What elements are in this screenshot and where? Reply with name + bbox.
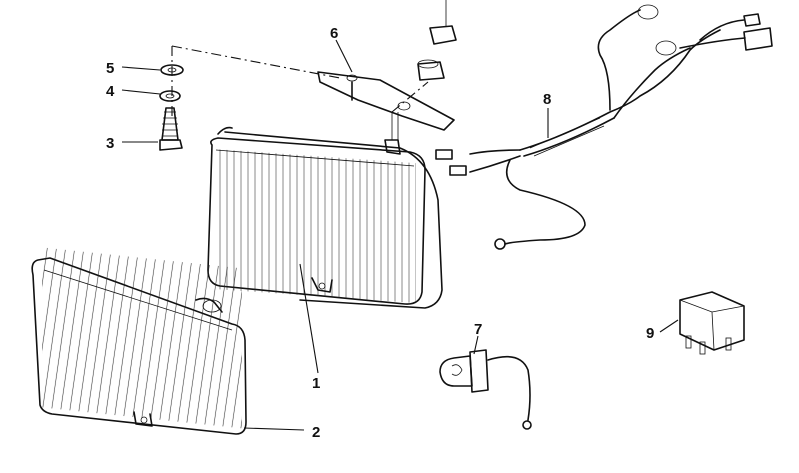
assembly-guide-lines xyxy=(171,45,429,120)
fog-light-housing xyxy=(207,112,443,309)
callout-5: 5 xyxy=(106,60,114,77)
mounting-bracket xyxy=(317,71,455,131)
callout-6: 6 xyxy=(330,25,338,42)
callout-9: 9 xyxy=(646,325,654,342)
callout-4: 4 xyxy=(106,83,115,100)
callout-8: 8 xyxy=(543,91,551,108)
callout-3: 3 xyxy=(106,135,114,152)
spring-washer xyxy=(159,90,181,102)
halogen-bulb xyxy=(439,349,532,430)
callout-1: 1 xyxy=(312,375,320,392)
callout-2: 2 xyxy=(312,424,320,441)
callout-7: 7 xyxy=(474,321,482,338)
washer xyxy=(160,64,184,76)
relay xyxy=(679,291,745,355)
fog-light-lens-cover xyxy=(31,247,247,435)
leader-lines xyxy=(121,39,679,431)
hex-nut-bolt xyxy=(159,107,183,151)
spacer-nuts xyxy=(417,0,457,81)
wiring-harness xyxy=(435,4,773,250)
